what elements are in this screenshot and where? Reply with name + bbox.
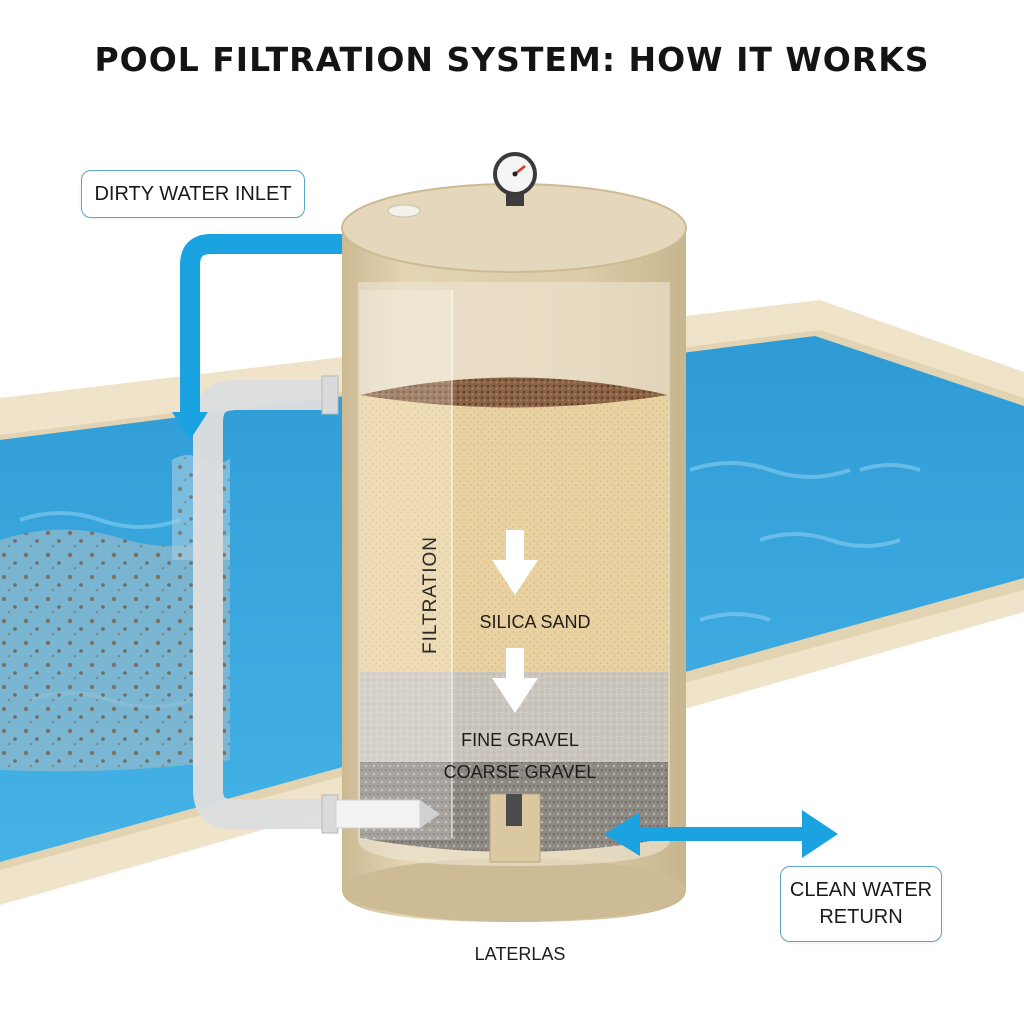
coarse-gravel-label: COARSE GRAVEL — [443, 762, 597, 782]
debris-layer — [360, 377, 668, 408]
return-flow-arrow — [604, 810, 838, 858]
filtration-label: FILTRATION — [420, 535, 441, 655]
sand-label: SILICA SAND — [479, 612, 591, 632]
arrow-down-icon — [492, 530, 538, 595]
pool-ripples — [19, 461, 921, 709]
inlet-pipe — [193, 375, 339, 834]
return-pipe-stub — [335, 799, 440, 829]
laterals-label: LATERLAS — [474, 944, 566, 964]
inlet-label: DIRTY WATER INLET — [94, 182, 292, 205]
return-label-line2: RETURN — [819, 906, 903, 928]
tank-lid — [342, 184, 686, 272]
pressure-gauge-icon — [493, 152, 537, 206]
inlet-callout: DIRTY WATER INLET — [81, 170, 305, 218]
return-label-line1: CLEAN WATER — [789, 879, 933, 901]
arrow-down-icon-2 — [492, 648, 538, 713]
fine-gravel-label: FINE GRAVEL — [461, 730, 579, 750]
return-callout: CLEAN WATER RETURN — [780, 866, 942, 942]
page-title: POOL FILTRATION SYSTEM: HOW IT WORKS — [94, 40, 930, 79]
